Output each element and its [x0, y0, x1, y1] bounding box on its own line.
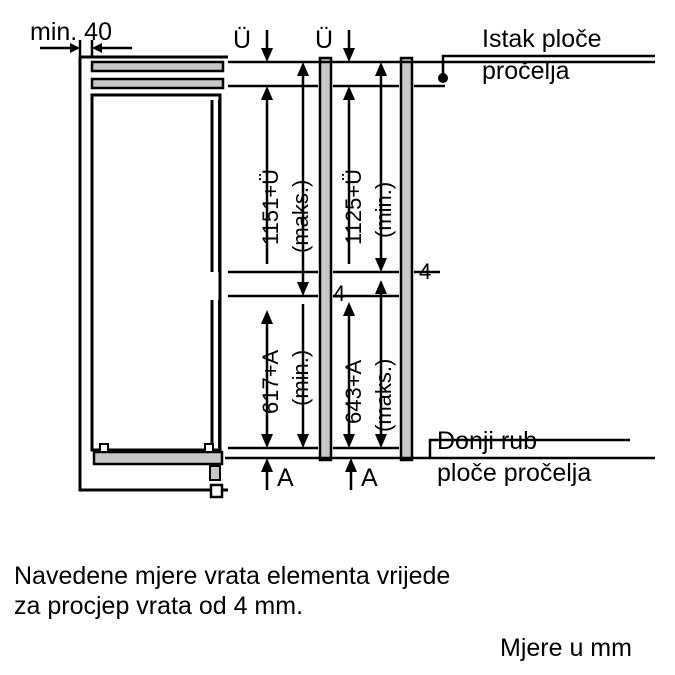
dim-arrow-1125-inner [343, 86, 355, 264]
dimension-qualifier-643: (maks.) [371, 358, 396, 432]
bottom-callout-line1: Donji rub [437, 427, 538, 455]
footnote-line2: za procjep vrata od 4 mm. [14, 592, 304, 620]
dim-arrow-1151 [297, 62, 309, 296]
footnote-line1: Navedene mjere vrata elementa vrijede [14, 562, 451, 590]
dimension-value-1151: 1151+Ü [258, 168, 283, 245]
dim-arrow-617-outer [297, 304, 309, 448]
gap-label-inner: 4 [333, 281, 346, 306]
dimension-qualifier-1151: (maks.) [288, 179, 313, 253]
dimension-value-1125: 1125+Ü [341, 168, 366, 245]
top-callout-line2: pročelja [482, 57, 570, 85]
overlap-symbol-left: Ü [233, 26, 252, 54]
min-clearance-label: min. 40 [30, 18, 112, 46]
units-note: Mjere u mm [500, 634, 632, 662]
dim-arrow-643 [343, 302, 355, 448]
dim-arrow-1151-inner [261, 86, 273, 264]
cabinet-outline [78, 55, 228, 492]
top-callout-line1: Istak ploče [482, 25, 602, 53]
cabinet-top-panels [90, 60, 225, 90]
overlap-arrows-top [261, 30, 355, 62]
top-callout-leader [438, 54, 655, 83]
dimension-qualifier-617: (min.) [288, 349, 313, 406]
door-panel-outer [399, 56, 414, 462]
bottom-callout-line2: ploče pročelja [437, 459, 592, 487]
gap-label-outer: 4 [419, 259, 432, 284]
dim-arrow-643-outer [375, 280, 387, 448]
dimension-qualifier-1125: (min.) [371, 181, 396, 238]
dimension-value-617: 617+A [258, 349, 283, 414]
door-panel-inner [318, 56, 333, 462]
reference-lines [225, 60, 655, 460]
offset-arrows-bottom [261, 458, 357, 490]
dimension-value-643: 643+A [341, 359, 366, 424]
offset-symbol-right: A [361, 464, 378, 492]
min40-dimension [40, 40, 132, 58]
offset-symbol-left: A [277, 464, 294, 492]
dim-arrow-1125 [375, 62, 387, 272]
overlap-symbol-right: Ü [315, 26, 334, 54]
cabinet-base-panel [92, 443, 224, 499]
appliance-body [90, 93, 222, 452]
dim-arrow-617 [261, 310, 273, 448]
bottom-callout-leader [428, 438, 630, 458]
